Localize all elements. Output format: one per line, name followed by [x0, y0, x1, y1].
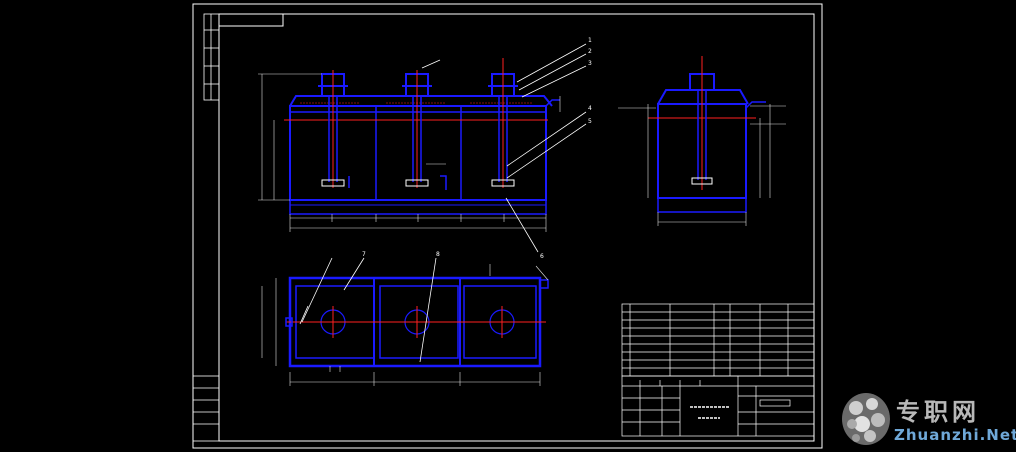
parts-list	[621, 303, 815, 377]
watermark-text-en: Zhuanzhi.Net	[894, 426, 1016, 444]
side-view	[618, 56, 786, 226]
plan-view	[261, 257, 549, 386]
callout-1: 1	[588, 37, 592, 44]
watermark-text-cn: 专职网	[896, 397, 980, 426]
top-label-box	[218, 13, 284, 27]
left-bottom-strip	[192, 375, 220, 442]
outer-frame	[192, 3, 823, 449]
title-block	[621, 375, 815, 437]
callout-labels: 1 2 3 4 5 6 7 8	[362, 37, 592, 260]
callout-7: 7	[362, 251, 366, 258]
globe-logo-icon	[842, 393, 890, 445]
title-text	[690, 406, 730, 419]
left-strip	[203, 13, 220, 101]
callout-2: 2	[588, 48, 592, 55]
front-view	[258, 43, 587, 253]
callout-4: 4	[588, 105, 592, 112]
callout-8: 8	[436, 251, 440, 258]
callout-5: 5	[588, 118, 592, 125]
watermark: 专职网 Zhuanzhi.Net	[838, 388, 1016, 452]
callout-6: 6	[540, 253, 544, 260]
callout-3: 3	[588, 60, 592, 67]
inner-frame	[218, 13, 815, 442]
